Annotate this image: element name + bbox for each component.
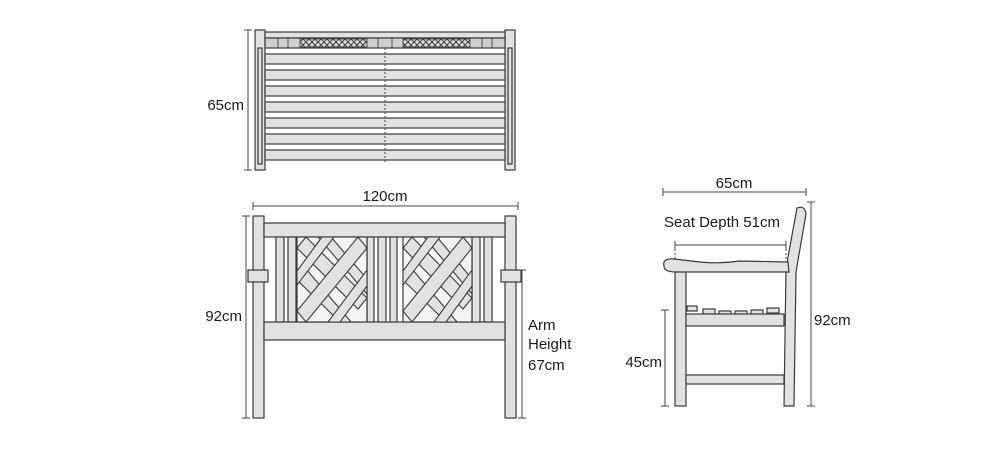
arm-height-label-3: 67cm — [528, 357, 565, 374]
front-width-label: 120cm — [362, 188, 407, 205]
side-view: 65cm Seat Depth 51cm 92cm 45cm — [625, 175, 851, 407]
side-depth-label: 65cm — [716, 175, 753, 192]
front-view: 120cm 92cm — [205, 188, 572, 419]
front-height-label: 92cm — [205, 308, 242, 325]
top-depth-label: 65cm — [207, 97, 244, 114]
seat-height-label: 45cm — [625, 354, 662, 371]
arm-height-label-1: Arm — [528, 317, 556, 334]
seat-depth-label: Seat Depth 51cm — [664, 214, 780, 231]
side-height-label: 92cm — [814, 312, 851, 329]
top-view: 65cm — [207, 29, 516, 171]
arm-height-label-2: Height — [528, 336, 572, 353]
